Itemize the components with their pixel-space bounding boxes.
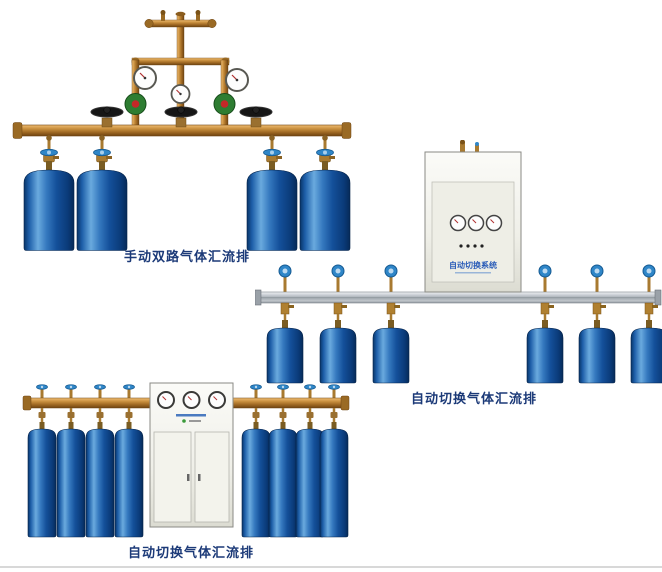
gas-cylinder xyxy=(526,302,564,384)
gas-cylinder xyxy=(299,135,351,251)
pressure-regulator xyxy=(213,68,249,115)
shutoff-valve xyxy=(164,106,198,128)
gas-cylinder xyxy=(372,302,410,384)
gas-cylinder xyxy=(114,422,144,538)
gas-cylinder xyxy=(76,135,128,251)
station-gauges xyxy=(278,264,656,292)
gas-cylinder xyxy=(268,422,298,538)
product-caption: 手动双路气体汇流排 xyxy=(123,249,250,264)
gas-cylinder xyxy=(85,422,115,538)
auto-switch-manifold-photo xyxy=(22,382,350,538)
shutoff-valve xyxy=(239,106,273,128)
gas-cylinder xyxy=(578,302,616,384)
cylinder-connections xyxy=(38,408,338,422)
control-cabinet: 自动切换系统 xyxy=(424,140,522,293)
gas-cylinder xyxy=(246,135,298,251)
product-caption: 自动切换气体汇流排 xyxy=(127,545,254,560)
gas-cylinder xyxy=(266,302,304,384)
cabinet-door xyxy=(194,431,230,523)
gas-cylinder xyxy=(56,422,86,538)
gas-cylinder xyxy=(23,135,75,251)
gas-cylinder xyxy=(27,422,57,538)
cabinet-label: 自动切换系统 xyxy=(449,260,497,270)
station-valves xyxy=(36,384,340,398)
gas-cylinder xyxy=(241,422,271,538)
gas-cylinder xyxy=(319,302,357,384)
cabinet-door xyxy=(153,431,192,523)
control-cabinet xyxy=(149,382,234,528)
gas-cylinder xyxy=(319,422,349,538)
manual-dual-manifold-photo xyxy=(12,10,352,251)
page-bottom-divider xyxy=(0,566,662,568)
shutoff-valve xyxy=(90,106,124,128)
pressure-gauge xyxy=(170,84,191,104)
auto-switch-system-photo: 自动切换系统 xyxy=(255,140,662,384)
gas-cylinder xyxy=(630,302,662,384)
product-caption: 自动切换气体汇流排 xyxy=(410,391,537,406)
pressure-regulator xyxy=(124,66,157,115)
